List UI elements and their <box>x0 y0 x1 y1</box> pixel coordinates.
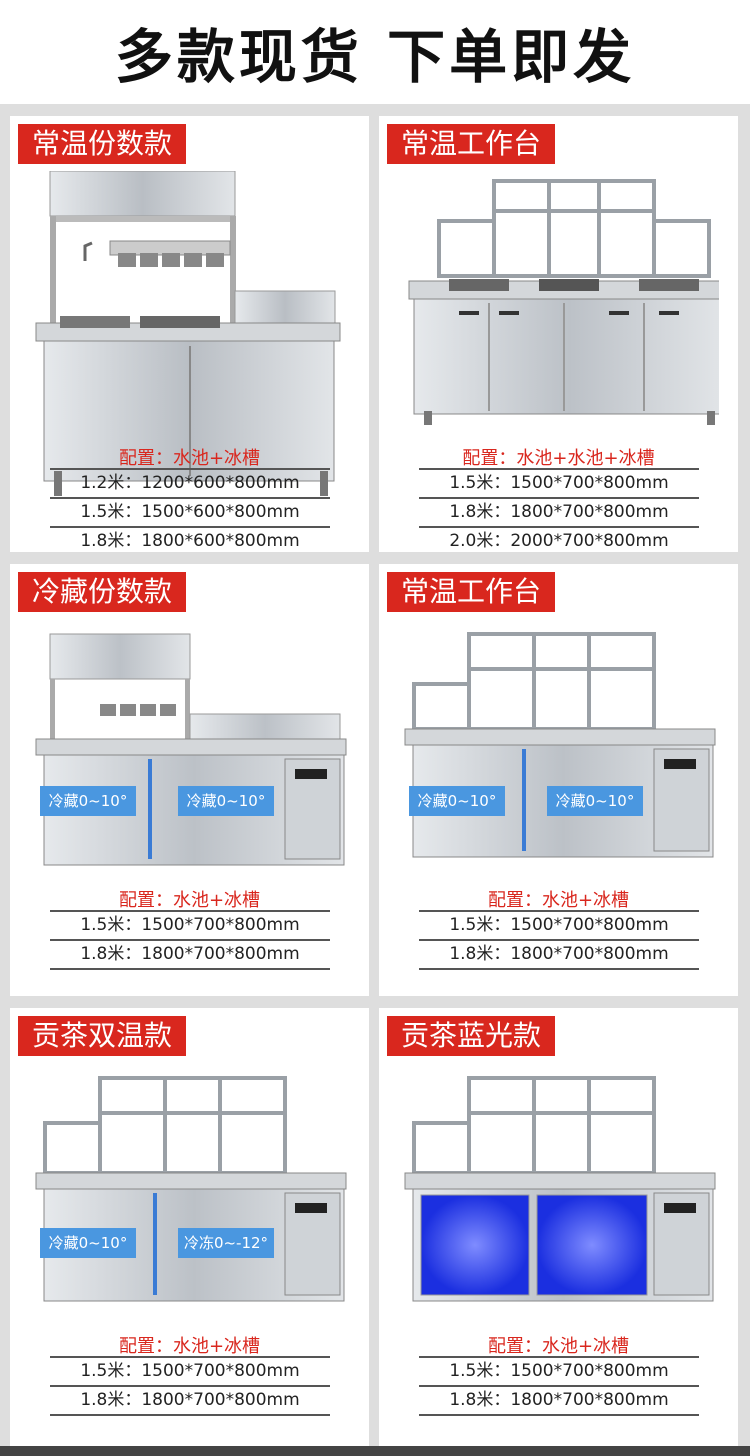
product-card-3[interactable]: 冷藏份数款 冷藏0~10° 冷藏0~10° 配置：水池+冰槽 1.5米：1500… <box>10 564 369 996</box>
spec-list: 1.5米：1500*700*800mm 1.8米：1800*700*800mm <box>419 1356 699 1416</box>
spec-row: 1.8米：1800*700*800mm <box>419 941 699 970</box>
door-temp-label: 冷藏0~10° <box>409 786 505 816</box>
door-temp-label: 冷冻0~-12° <box>178 1228 274 1258</box>
spec-list: 1.5米：1500*700*800mm 1.8米：1800*700*800mm … <box>419 468 699 552</box>
refrigerated-table-illustration <box>35 633 347 866</box>
steel-table-illustration <box>408 179 719 425</box>
product-tag: 常温份数款 <box>18 124 187 164</box>
door-temp-label: 冷藏0~10° <box>40 1228 136 1258</box>
spec-row: 1.8米：1800*700*800mm <box>50 1387 330 1416</box>
config-line: 配置：水池+冰槽 <box>118 1336 261 1357</box>
config-line: 配置：水池+冰槽 <box>487 1336 630 1357</box>
config-line: 配置：水池+冰槽 <box>487 890 630 911</box>
product-tag: 冷藏份数款 <box>18 572 187 612</box>
spec-list: 1.5米：1500*700*800mm 1.8米：1800*700*800mm <box>50 1356 330 1416</box>
product-card-4[interactable]: 常温工作台 冷藏0~10° 冷藏0~10° 配置：水池+冰槽 1.5米：1500… <box>379 564 738 996</box>
spec-row: 1.5米：1500*600*800mm <box>50 499 330 528</box>
product-tag: 常温工作台 <box>387 572 556 612</box>
door-temp-label: 冷藏0~10° <box>178 786 274 816</box>
spec-row: 1.5米：1500*700*800mm <box>419 910 699 941</box>
product-tag: 常温工作台 <box>387 124 556 164</box>
spec-list: 1.5米：1500*700*800mm 1.8米：1800*700*800mm <box>419 910 699 970</box>
spec-row: 2.0米：2000*700*800mm <box>419 528 699 552</box>
bottom-border <box>0 1446 750 1456</box>
config-line: 配置：水池+水池+冰槽 <box>462 448 655 469</box>
product-tag: 贡茶双温款 <box>18 1016 187 1056</box>
spec-row: 1.8米：1800*600*800mm <box>50 528 330 552</box>
product-tag: 贡茶蓝光款 <box>387 1016 556 1056</box>
spec-row: 1.5米：1500*700*800mm <box>419 1356 699 1387</box>
page-header: 多款现货 下单即发 <box>0 0 750 104</box>
product-card-5[interactable]: 贡茶双温款 冷藏0~10° 冷冻0~-12° 配置：水池+冰槽 1.5米：150… <box>10 1008 369 1448</box>
steel-table-illustration <box>35 171 341 496</box>
product-card-2[interactable]: 常温工作台 配置：水池+水池+冰槽 1.5米：1500*700*800mm 1.… <box>379 116 738 552</box>
spec-row: 1.8米：1800*700*800mm <box>419 1387 699 1416</box>
spec-list: 1.2米：1200*600*800mm 1.5米：1500*600*800mm … <box>50 468 330 552</box>
spec-row: 1.5米：1500*700*800mm <box>50 1356 330 1387</box>
spec-row: 1.5米：1500*700*800mm <box>419 468 699 499</box>
page-title: 多款现货 下单即发 <box>114 23 636 91</box>
product-card-6[interactable]: 贡茶蓝光款 配置：水池+冰槽 1.5米：1500*700*800mm 1.8米：… <box>379 1008 738 1448</box>
door-temp-label: 冷藏0~10° <box>40 786 136 816</box>
product-card-1[interactable]: 常温份数款 配置：水池+冰槽 1.2米：1200*600*800mm 1.5米：… <box>10 116 369 552</box>
config-line: 配置：水池+冰槽 <box>118 890 261 911</box>
blue-light-table-illustration <box>404 1076 716 1302</box>
config-line: 配置：水池+冰槽 <box>118 448 261 469</box>
spec-row: 1.5米：1500*700*800mm <box>50 910 330 941</box>
spec-row: 1.8米：1800*700*800mm <box>50 941 330 970</box>
spec-row: 1.8米：1800*700*800mm <box>419 499 699 528</box>
refrigerated-table-illustration <box>404 632 716 858</box>
spec-list: 1.5米：1500*700*800mm 1.8米：1800*700*800mm <box>50 910 330 970</box>
spec-row: 1.2米：1200*600*800mm <box>50 468 330 499</box>
door-temp-label: 冷藏0~10° <box>547 786 643 816</box>
dual-temp-table-illustration <box>35 1076 347 1302</box>
